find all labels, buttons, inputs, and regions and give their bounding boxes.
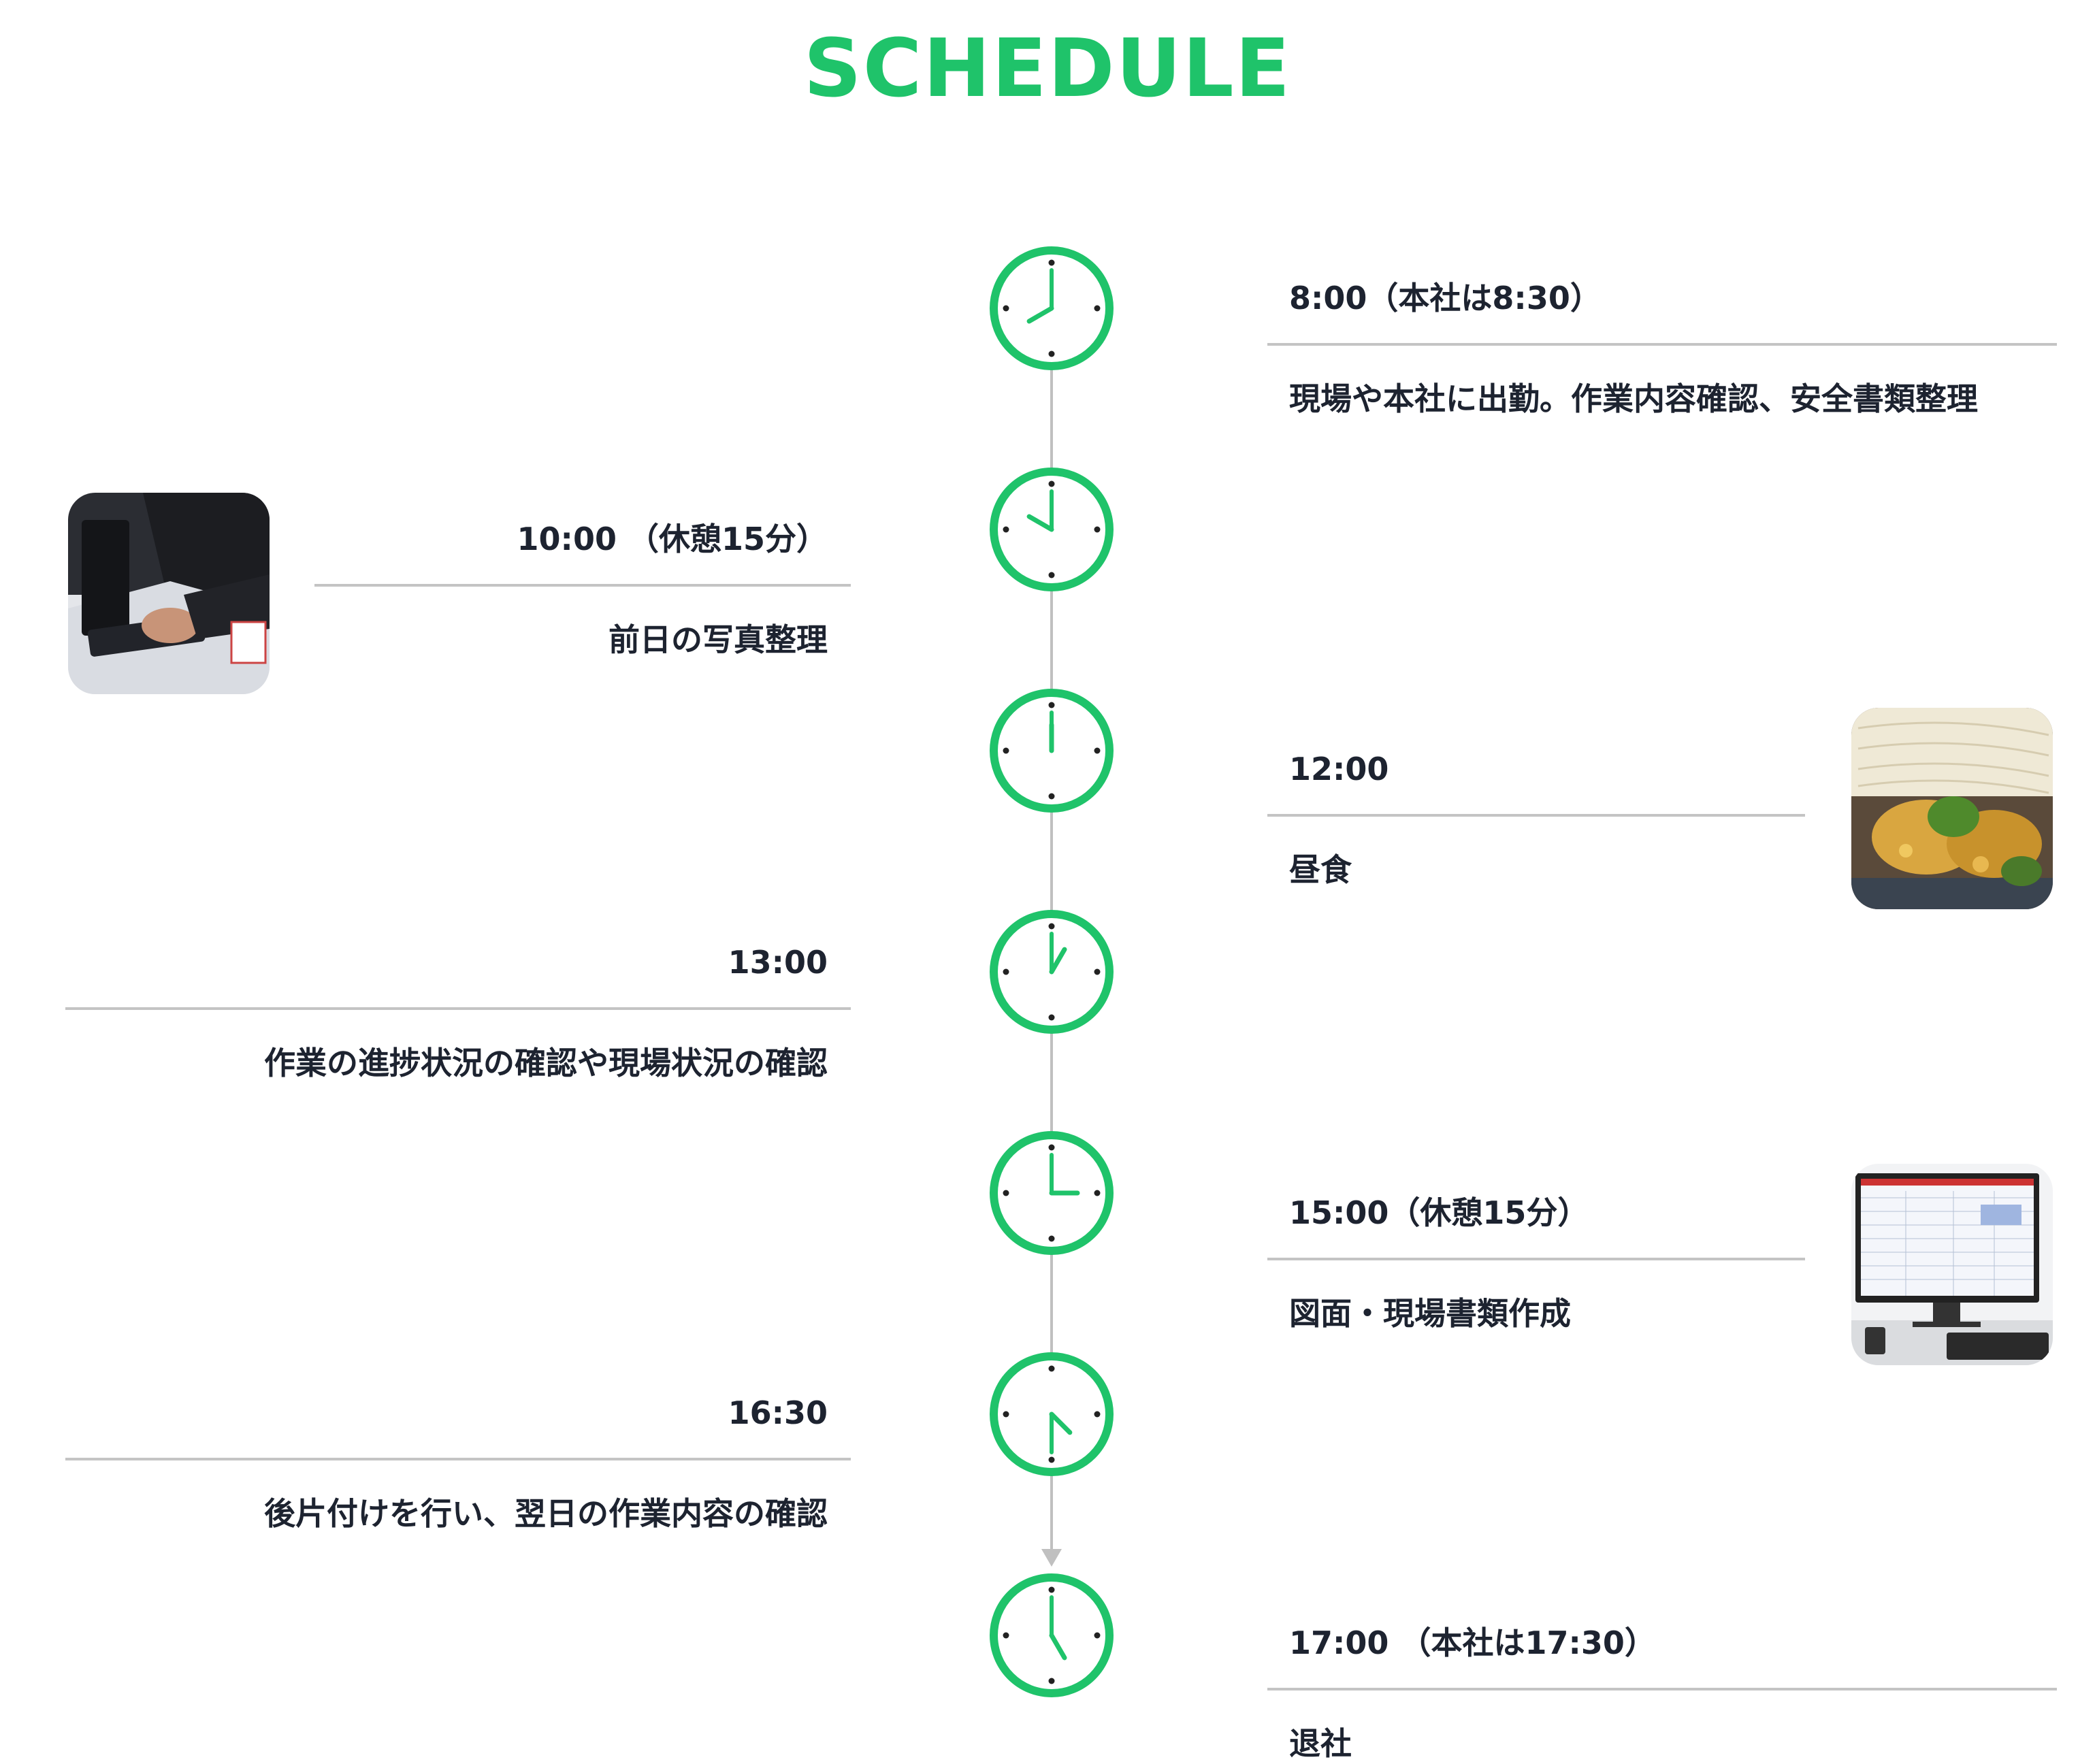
entry-description: 図面・現場書類作成 [1289, 1295, 1571, 1332]
entry-time: 15:00（休憩15分） [1289, 1194, 1589, 1231]
clock-icon-10-00 [987, 465, 1116, 594]
schedule-entry-1000: 10:00 （休憩15分） 前日の写真整理 [314, 519, 851, 660]
entry-description: 昼食 [1289, 851, 1352, 888]
entry-time: 12:00 [1289, 751, 1389, 787]
clock-icon-8-00 [987, 244, 1116, 373]
entry-divider [314, 584, 851, 587]
schedule-entry-0800: 8:00（本社は8:30） 現場や本社に出勤。作業内容確認、安全書類整理 [1267, 278, 2057, 419]
clock-icon-15-00 [987, 1128, 1116, 1258]
schedule-entry-1700: 17:00 （本社は17:30） 退社 [1267, 1622, 2057, 1764]
entry-time: 8:00（本社は8:30） [1289, 280, 1602, 316]
entry-description: 退社 [1289, 1725, 1352, 1762]
entry-divider [1267, 1688, 2057, 1690]
entry-description: 作業の進捗状況の確認や現場状況の確認 [264, 1045, 828, 1081]
clock-icon-17-00 [987, 1571, 1116, 1700]
entry-divider [1267, 1258, 1805, 1260]
entry-divider [1267, 814, 1805, 817]
entry-description: 後片付けを行い、翌日の作業内容の確認 [264, 1495, 828, 1532]
entry-time: 17:00 （本社は17:30） [1289, 1624, 1656, 1661]
entry-divider [65, 1458, 851, 1460]
schedule-entry-1500: 15:00（休憩15分） 図面・現場書類作成 [1267, 1192, 1805, 1334]
computer-monitor-icon [1851, 1164, 2053, 1365]
entry-time: 16:30 [728, 1394, 828, 1431]
clock-icon-13-00 [987, 907, 1116, 1036]
laptop-work-icon [68, 493, 270, 694]
clock-icon-16-30 [987, 1350, 1116, 1479]
schedule-entry-1200: 12:00 昼食 [1267, 749, 1805, 890]
entry-description: 現場や本社に出勤。作業内容確認、安全書類整理 [1289, 380, 1978, 417]
entry-divider [65, 1007, 851, 1010]
schedule-entry-1630: 16:30 後片付けを行い、翌日の作業内容の確認 [65, 1392, 851, 1534]
entry-time: 13:00 [728, 944, 828, 981]
entry-description: 前日の写真整理 [608, 621, 828, 658]
schedule-entry-1300: 13:00 作業の進捗状況の確認や現場状況の確認 [65, 942, 851, 1083]
entry-divider [1267, 343, 2057, 346]
page-title: SCHEDULE [803, 21, 1292, 115]
clock-icon-12-00 [987, 686, 1116, 815]
timeline-arrow-icon [1041, 1549, 1062, 1567]
entry-time: 10:00 （休憩15分） [517, 521, 828, 557]
tempura-soba-icon [1851, 708, 2053, 909]
